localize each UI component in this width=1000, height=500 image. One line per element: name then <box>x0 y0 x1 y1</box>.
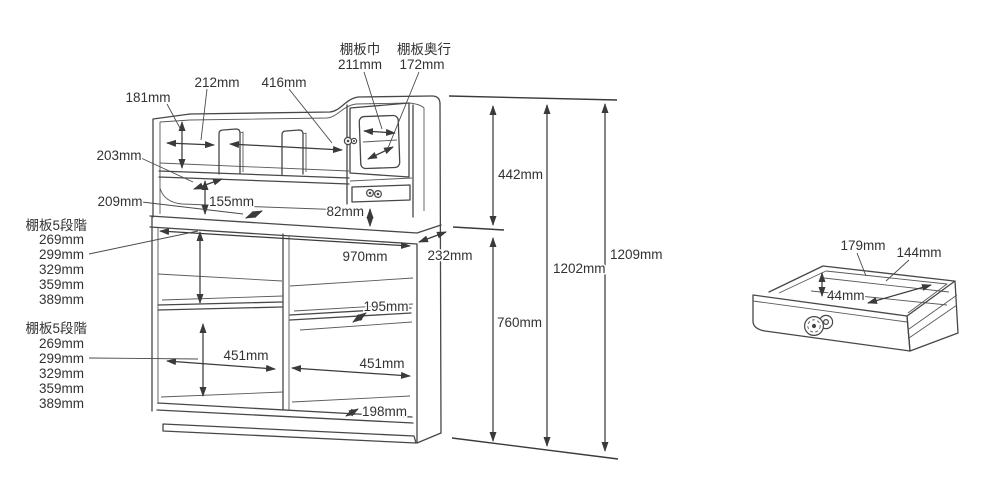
hutch-left-panel <box>152 113 191 218</box>
shelf-steps-upper-item-4: 359mm <box>39 277 84 292</box>
leader-lines <box>88 71 420 360</box>
shelf-width-title: 棚板巾 <box>340 42 381 57</box>
dim-label-155: 155mm <box>209 194 254 209</box>
shelf-steps-list-lower: 棚板5段階 269mm 299mm 329mm 359mm 389mm <box>24 320 89 413</box>
unit-outline <box>189 95 442 434</box>
hutch-shelf <box>158 170 350 179</box>
shelf-steps-lower-item-1: 269mm <box>39 336 84 351</box>
dim-arrow-416 <box>229 140 343 154</box>
dim-arrow-209 <box>245 210 263 219</box>
dimension-arrows <box>159 121 447 417</box>
height-dimensions <box>448 95 619 460</box>
shelf-steps-upper-title: 棚板5段階 <box>25 218 87 233</box>
dim-label-1209: 1209mm <box>610 247 663 262</box>
shelf-steps-upper-item-5: 389mm <box>39 292 84 307</box>
dim-arrow-211 <box>363 128 396 136</box>
dim-label-195: 195mm <box>363 299 408 314</box>
drawer-side-panel <box>906 280 959 352</box>
dim-label-1202: 1202mm <box>553 261 606 276</box>
shelf-steps-list-upper: 棚板5段階 269mm 299mm 329mm 359mm 389mm <box>24 217 89 309</box>
hutch-divider-1 <box>218 128 241 175</box>
dim-arrow-195 <box>352 312 367 323</box>
cupboard-frame <box>349 102 410 178</box>
shelf-steps-lower-item-4: 359mm <box>39 381 84 396</box>
shelf-steps-upper-item-2: 299mm <box>39 247 84 262</box>
left-shelf <box>157 301 283 306</box>
plinth <box>162 423 417 444</box>
hutch-divider-2 <box>281 129 304 176</box>
dim-label-451-left: 451mm <box>223 348 268 363</box>
dim-arrow-172 <box>367 146 394 160</box>
dim-label-232: 232mm <box>427 248 472 263</box>
dim-arrow-451-right <box>291 365 411 379</box>
dim-label-82: 82mm <box>326 204 364 219</box>
bottom-board <box>157 402 413 418</box>
dim-arrow-203 <box>193 178 223 190</box>
counter-top <box>149 215 442 234</box>
shelf-steps-lower-item-5: 389mm <box>39 396 84 411</box>
base-right-edge <box>416 243 442 444</box>
cupboard-door <box>358 114 401 170</box>
dim-arrow-451-left <box>166 358 276 372</box>
drawer-rim <box>768 265 955 293</box>
drawer-detail-drawing <box>752 252 959 352</box>
ref-line-counter <box>452 226 505 231</box>
shelf-steps-upper-item-1: 269mm <box>39 232 84 247</box>
ref-line-bottom <box>451 437 619 460</box>
dim-arrow-970 <box>159 228 411 249</box>
dim-arrow-212 <box>166 139 215 149</box>
cupboard-inner-shelf <box>362 139 398 143</box>
base-cabinet-drawing <box>149 215 442 444</box>
shelf-steps-lower-item-2: 299mm <box>39 351 84 366</box>
shelf-depth-value: 172mm <box>399 57 444 72</box>
dim-label-416: 416mm <box>261 75 306 90</box>
dimension-labels: 棚板巾 211mm 棚板奥行 172mm 212mm 416mm 181mm 2… <box>95 40 943 421</box>
shelf-steps-lower-title: 棚板5段階 <box>25 321 87 336</box>
shelf-depth-title: 棚板奥行 <box>397 41 451 57</box>
dim-label-44: 44mm <box>827 288 865 303</box>
hutch-small-drawer <box>351 184 411 203</box>
ref-line-top <box>448 95 618 101</box>
dim-arrow-144 <box>867 284 932 304</box>
dim-label-212: 212mm <box>194 75 239 90</box>
dim-label-970: 970mm <box>342 249 387 264</box>
dim-label-203: 203mm <box>96 148 141 163</box>
desk-back-edge <box>159 187 348 211</box>
dim-label-198: 198mm <box>362 404 407 419</box>
shelf-steps-upper-item-3: 329mm <box>39 262 84 277</box>
drawer-front-panel <box>752 294 911 352</box>
right-shelf <box>289 307 412 316</box>
dim-label-144: 144mm <box>896 245 941 260</box>
dim-label-209: 209mm <box>97 194 142 209</box>
dim-label-442: 442mm <box>498 167 543 182</box>
dim-label-181: 181mm <box>125 90 170 105</box>
dim-label-451-right: 451mm <box>359 356 404 371</box>
dim-label-760: 760mm <box>497 315 542 330</box>
shelf-steps-lower-item-3: 329mm <box>39 366 84 381</box>
hutch-drawing <box>152 95 442 434</box>
shelf-width-value: 211mm <box>338 57 382 72</box>
hutch-shelf-back-edge <box>159 162 350 172</box>
dim-arrow-232 <box>418 231 447 243</box>
dim-arrow-198 <box>345 408 359 417</box>
dim-label-179: 179mm <box>840 238 885 253</box>
